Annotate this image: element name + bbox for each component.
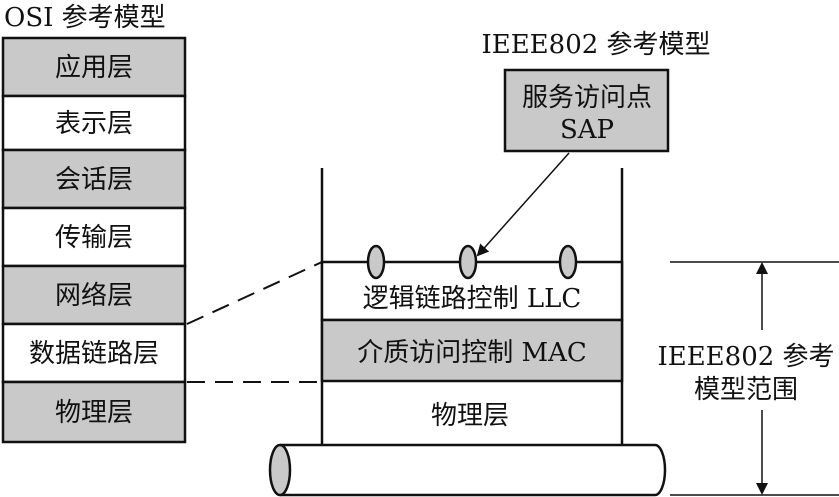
mac-label: 介质访问控制 MAC xyxy=(357,338,587,368)
osi-layer-label: 数据链路层 xyxy=(29,339,159,369)
osi-layer-presentation xyxy=(1,94,187,152)
osi-stack: 应用层 表示层 会话层 传输层 网络层 数据链路层 物理层 xyxy=(1,36,187,444)
ieee-physical-label: 物理层 xyxy=(431,401,509,431)
osi-layer-physical xyxy=(1,380,187,444)
ieee-title: IEEE802 参考模型 xyxy=(481,30,710,60)
osi-layer-transport xyxy=(1,206,187,268)
osi-layer-label: 表示层 xyxy=(55,109,133,139)
sap-arrow xyxy=(476,152,570,257)
osi-layer-data-link xyxy=(1,322,187,384)
osi-layer-label: 会话层 xyxy=(55,165,133,195)
sap-label-line2: SAP xyxy=(560,115,614,145)
osi-layer-label: 物理层 xyxy=(55,398,133,428)
dashed-link-datalink xyxy=(186,261,323,325)
osi-layer-label: 网络层 xyxy=(55,281,133,311)
osi-layer-application xyxy=(1,36,187,98)
osi-layer-label: 应用层 xyxy=(55,53,133,83)
sap-point-oval xyxy=(366,244,386,280)
scope-label-line1: IEEE802 参考 xyxy=(657,342,834,372)
cable-end xyxy=(268,443,292,497)
sap-point-oval xyxy=(458,244,478,280)
osi-layer-label: 传输层 xyxy=(55,223,133,253)
sap-point-oval xyxy=(558,244,578,280)
transmission-medium-cable xyxy=(268,443,667,497)
osi-title: OSI 参考模型 xyxy=(4,3,166,33)
sap-label-line1: 服务访问点 xyxy=(522,83,652,113)
sap-box xyxy=(503,68,670,153)
mac-layer xyxy=(320,318,624,383)
scope-label-line2: 模型范围 xyxy=(694,375,798,405)
llc-label: 逻辑链路控制 LLC xyxy=(363,284,582,314)
